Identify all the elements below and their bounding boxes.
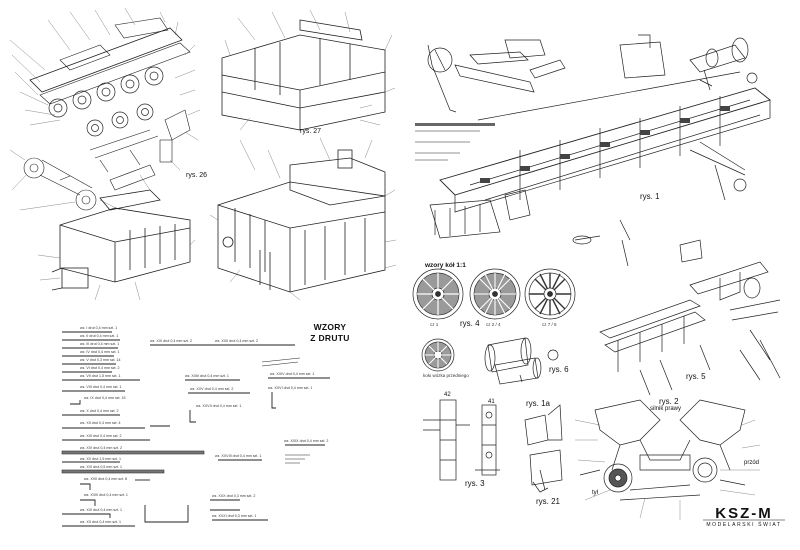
wire-label: wz. XXXI drut 0,3 mm szt. 1: [212, 514, 257, 518]
wire-label: wz. VII drut 1,5 mm szt. 1: [80, 374, 121, 378]
wire-label: wz. XXVIII drut 0,4 mm szt. 1: [215, 454, 262, 458]
detail-42: 42: [444, 392, 451, 398]
wire-label: wz. XXI drut 0,4 mm szt. 2: [150, 339, 192, 343]
wire-label: wz. I drut 0,4 mm szt. 1: [80, 326, 118, 330]
wire-label: wz. XXIV drut 0,4 mm szt. 1: [270, 372, 315, 376]
rys2-drawing: [574, 399, 761, 520]
wheel-caption-3: cz 7 / 5: [542, 322, 557, 327]
rys26-label: rys. 26: [186, 172, 208, 179]
wire-label: wz. XXX drut 0,3 mm szt. 2: [212, 494, 256, 498]
wire-label: wz. XIV drut 0,4 mm szt. 2: [80, 446, 122, 450]
wire-label: wz. V drut 0,3 mm szt. 14: [80, 358, 121, 362]
tender-body-drawing: [209, 137, 397, 301]
wire-label: wz. XXII drut 0,4 mm szt. 2: [215, 339, 258, 343]
wire-label: wz. XV drut 1,5 mm szt. 1: [80, 457, 121, 461]
wheel-1: [412, 268, 464, 320]
wheel-4: [421, 338, 455, 372]
rys6-label: rys. 6: [549, 365, 569, 374]
rys2-tyl: tył: [592, 490, 598, 496]
wire-label: wz. XXIII drut 0,4 mm szt. 1: [185, 374, 229, 378]
wire-label: wz. XVIII drut 0,4 mm szt. 1: [84, 493, 128, 497]
wzory-heading-line2: Z DRUTU: [310, 333, 350, 343]
wzory-heading: WZORY Z DRUTU: [300, 322, 360, 344]
wire-label: wz. XVII drut 0,4 mm szt. 8: [84, 477, 127, 481]
wzory-kol-heading: wzory kół 1:1: [425, 262, 466, 269]
wire-label: wz. VI drut 0,4 mm szt. 2: [80, 366, 120, 370]
engine-body-drawing: [37, 189, 196, 301]
wire-label: wz. XII drut 0,4 mm szt. 4: [80, 421, 121, 425]
wheel-3: [524, 268, 576, 320]
wire-label: wz. XXVI drut 0,4 mm szt. 1: [268, 386, 313, 390]
rys27-drawing: [221, 9, 396, 131]
wzory-heading-line1: WZORY: [313, 322, 347, 332]
wire-label: wz. XX drut 0,4 mm szt. 1: [80, 520, 121, 524]
wire-label: wz. IX drut 0,4 mm szt. 15: [84, 396, 126, 400]
rys27-label: rys. 27: [300, 128, 322, 135]
wire-label: wz. III drut 0,4 mm szt. 1: [80, 342, 120, 346]
rys26-drawing: [9, 7, 201, 211]
wire-label: wz. XIII drut 0,4 mm szt. 2: [80, 434, 122, 438]
detail-41: 41: [488, 399, 495, 405]
rys21-label: rys. 21: [536, 497, 561, 506]
publisher-logo: KSZ-M MODELARSKI ŚWIAT: [703, 506, 785, 529]
wire-label: wz. XVI drut 0,5 mm szt. 1: [80, 465, 122, 469]
wheel-caption-2: cz 2 / 4: [486, 322, 501, 327]
rys1-label: rys. 1: [640, 192, 660, 201]
wire-label: wz. XXIX drut 0,4 mm szt. 2: [284, 439, 329, 443]
wire-label: wz. X drut 0,4 mm szt. 2: [80, 409, 119, 413]
wire-rods: [61, 331, 330, 527]
rys5-label: rys. 5: [686, 372, 706, 381]
wire-label: wz. II drut 0,4 mm szt. 1: [80, 334, 119, 338]
rys1-legend: [415, 123, 495, 161]
rys3-drawing: [423, 399, 500, 481]
wheel-caption-4: koło wózka przedniego: [423, 373, 469, 378]
rys1a-label: rys. 1a: [526, 399, 551, 408]
publisher-subtitle: MODELARSKI ŚWIAT: [706, 522, 782, 528]
wire-label: wz. VIII drut 0,4 mm szt. 1: [80, 385, 122, 389]
wire-label: wz. XIX drut 0,4 mm szt. 1: [80, 508, 122, 512]
wheel-2: [469, 268, 521, 320]
rys2-przod: przód: [744, 460, 760, 466]
rys2-sublabel: silnik prawy: [650, 406, 682, 412]
rys6-drawing: [484, 337, 559, 385]
rys4-label: rys. 4: [460, 319, 480, 328]
rys3-label: rys. 3: [465, 479, 485, 488]
wire-label: wz. IV drut 0,4 mm szt. 1: [80, 350, 120, 354]
publisher-name: KSZ-M: [715, 505, 773, 522]
wire-label: wz. XXV drut 0,4 mm szt. 2: [190, 387, 234, 391]
rys4-wheels: [412, 268, 576, 372]
wire-label: wz. XXVII drut 0,4 mm szt. 1: [196, 404, 242, 408]
wheel-caption-1: cz 1: [430, 322, 439, 327]
rys5-drawing: [599, 261, 781, 396]
top-right-parts: [427, 34, 758, 113]
rys1-drawing: [429, 71, 771, 267]
rys1a-drawing: [524, 404, 563, 493]
rys2-label: rys. 2: [659, 397, 679, 406]
